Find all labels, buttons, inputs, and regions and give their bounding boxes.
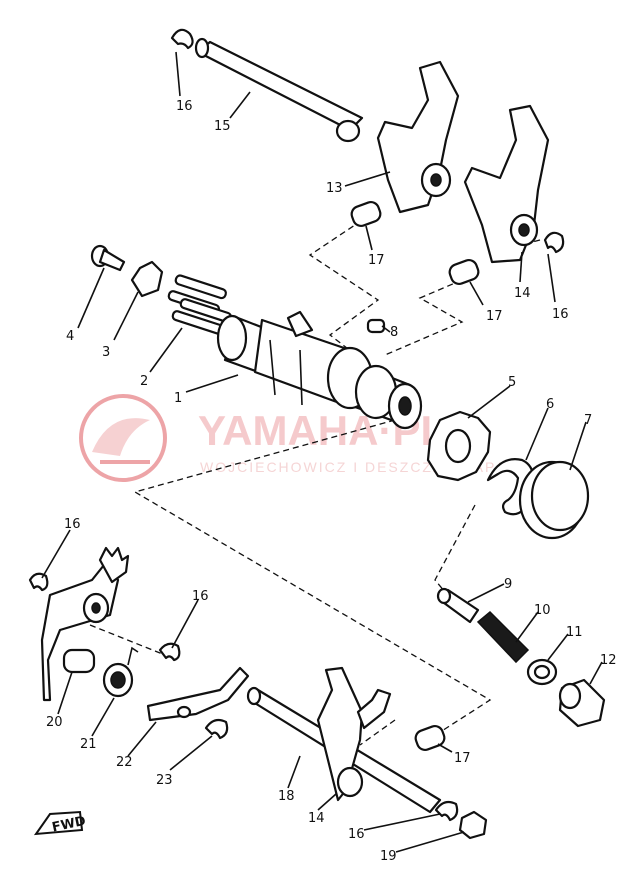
pin-8 — [366, 318, 386, 334]
dowel-pin-upper-a — [350, 200, 382, 228]
cover-7 — [518, 460, 590, 540]
leader-lines — [41, 51, 603, 853]
assembly-guides — [89, 214, 541, 746]
dowel-pin-upper-b — [448, 258, 480, 286]
screw-4 — [90, 244, 126, 272]
callout-16-left: 16 — [64, 517, 81, 532]
callout-14-upper: 14 — [514, 286, 531, 301]
callout-17-upper-b: 17 — [486, 309, 503, 324]
pin-set-2 — [167, 274, 233, 335]
callout-10: 10 — [534, 603, 551, 618]
detent-assembly — [436, 587, 606, 728]
stopper-plate-3 — [130, 260, 164, 298]
callout-11: 11 — [566, 625, 583, 640]
callout-16-lower: 16 — [348, 827, 365, 842]
callout-22: 22 — [116, 755, 133, 770]
shift-fork-14-lower — [316, 666, 392, 802]
circlip-top — [170, 28, 194, 50]
callout-4: 4 — [66, 329, 74, 344]
callout-20: 20 — [46, 715, 63, 730]
arrow-icon — [33, 810, 84, 836]
shift-drum-1 — [216, 310, 423, 430]
callout-19: 19 — [380, 849, 397, 864]
callout-15: 15 — [214, 119, 231, 134]
callout-2: 2 — [140, 374, 148, 389]
spring-21 — [102, 646, 139, 698]
forward-direction-tag: FWD — [33, 810, 88, 836]
circlip-left — [28, 572, 49, 592]
callout-3: 3 — [102, 345, 110, 360]
circlip-mid-left — [158, 642, 181, 662]
callout-16-mid: 16 — [192, 589, 209, 604]
callout-17-upper-a: 17 — [368, 253, 385, 268]
callout-12: 12 — [600, 653, 617, 668]
callout-9: 9 — [504, 577, 512, 592]
callout-21: 21 — [80, 737, 97, 752]
circlip-23 — [204, 718, 229, 740]
callout-labels: 16 15 13 17 14 16 17 8 4 3 2 1 5 6 7 9 1… — [46, 99, 617, 864]
upper-shift-fork-shaft — [194, 37, 364, 143]
callout-16-right: 16 — [552, 307, 569, 322]
callout-18: 18 — [278, 789, 295, 804]
direction-tag-text: FWD — [51, 814, 88, 836]
callout-23: 23 — [156, 773, 173, 788]
spring-10 — [476, 610, 530, 664]
callout-1: 1 — [174, 391, 182, 406]
callout-17-lower: 17 — [454, 751, 471, 766]
shift-lever-22 — [146, 666, 250, 722]
shift-fork-14-upper — [463, 104, 550, 264]
callout-5: 5 — [508, 375, 516, 390]
shift-fork-13 — [376, 60, 460, 214]
watermark-logo-icon — [79, 394, 167, 482]
watermark-subtitle: WOJCIECHOWICZ I DESZCZAK HAPA — [200, 459, 507, 475]
callout-13: 13 — [326, 181, 343, 196]
callout-6: 6 — [546, 397, 554, 412]
circlip-right — [543, 231, 565, 254]
callout-14-lower: 14 — [308, 811, 325, 826]
callout-16-top: 16 — [176, 99, 193, 114]
circlip-lower — [434, 800, 459, 822]
cap-19 — [458, 810, 488, 840]
callout-7: 7 — [584, 413, 592, 428]
dowel-pin-lower — [414, 724, 446, 752]
callout-8: 8 — [390, 325, 398, 340]
shift-arm-20 — [40, 546, 130, 702]
